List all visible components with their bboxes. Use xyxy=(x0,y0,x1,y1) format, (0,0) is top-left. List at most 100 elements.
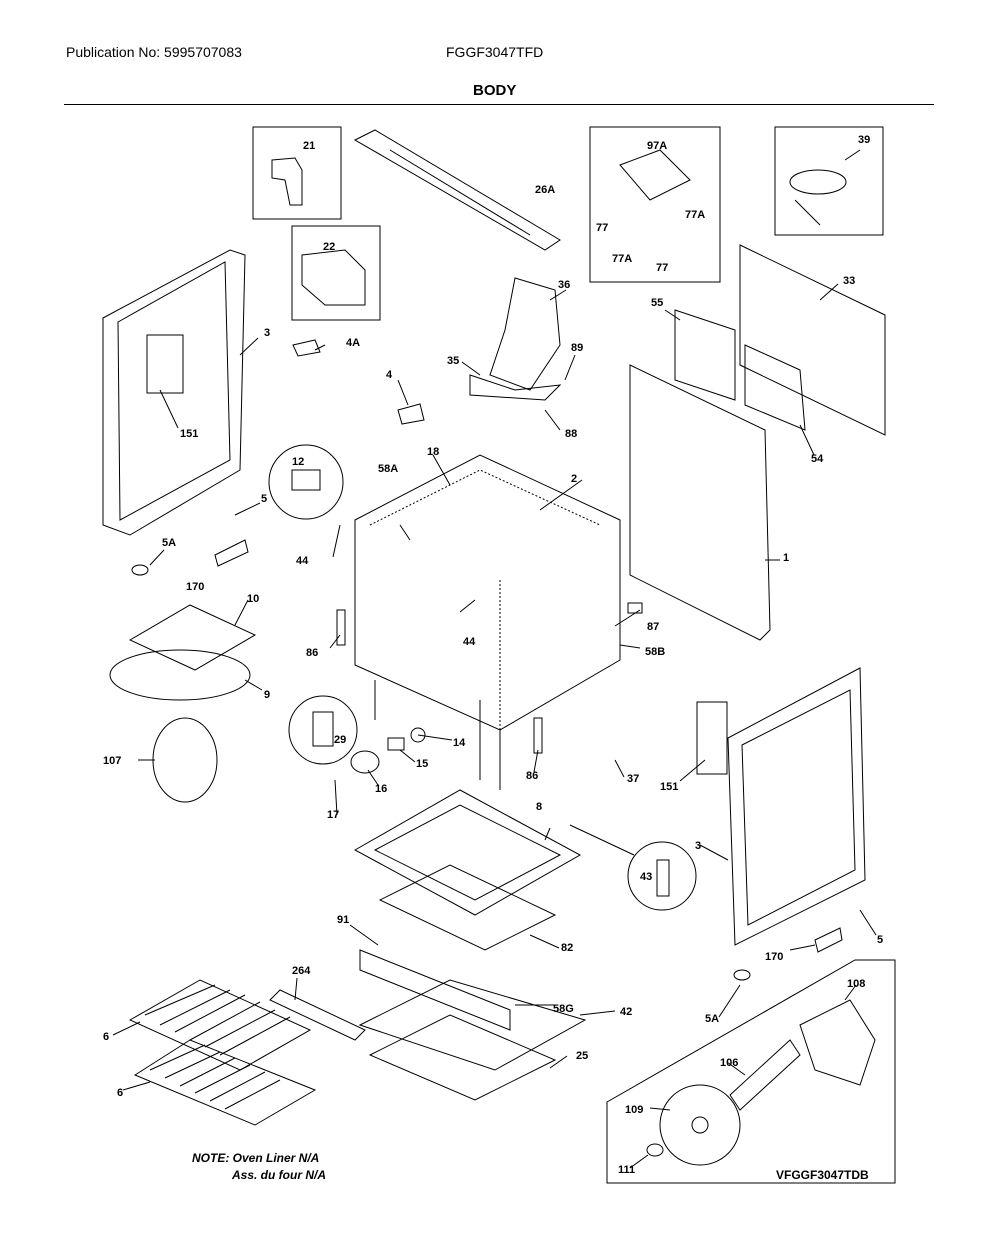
page-title: BODY xyxy=(473,82,517,99)
callout-151-left: 151 xyxy=(180,428,198,440)
callout-77-b: 77 xyxy=(656,262,668,274)
part-54-bracket xyxy=(744,344,806,431)
callout-36: 36 xyxy=(558,279,570,291)
callout-107: 107 xyxy=(103,755,121,767)
part-6-rack-lower xyxy=(133,1039,317,1126)
callout-54: 54 xyxy=(811,453,824,465)
callout-58G: 58G xyxy=(553,1003,574,1015)
callout-86-a: 86 xyxy=(306,647,318,659)
callout-25: 25 xyxy=(576,1050,588,1062)
part-43-bolt xyxy=(656,859,670,897)
part-1-back-panel xyxy=(629,364,771,641)
callout-108: 108 xyxy=(847,978,865,990)
part-25-panel xyxy=(368,1014,557,1101)
callout-16: 16 xyxy=(375,783,387,795)
model-number: FGGF3047TFD xyxy=(446,44,544,60)
inset-box-22 xyxy=(291,225,381,321)
callout-151-right: 151 xyxy=(660,781,678,793)
callout-18: 18 xyxy=(427,446,439,458)
part-16-lens xyxy=(350,750,380,774)
callout-10: 10 xyxy=(247,593,259,605)
part-82-plate xyxy=(378,864,557,951)
part-55-bracket xyxy=(674,309,736,401)
part-4-clip xyxy=(397,403,425,425)
callout-4A: 4A xyxy=(346,337,360,349)
callout-111: 111 xyxy=(618,1164,635,1176)
callout-44-b: 44 xyxy=(463,636,476,648)
part-15-socket xyxy=(387,737,405,751)
callout-37: 37 xyxy=(627,773,639,785)
callout-5A-left: 5A xyxy=(162,537,176,549)
part-42-base xyxy=(358,979,587,1071)
callout-8: 8 xyxy=(536,801,542,813)
part-58A-cavity xyxy=(354,454,621,731)
callout-44-a: 44 xyxy=(296,555,309,567)
part-9-bowl xyxy=(109,649,251,701)
part-5A-right-roller xyxy=(733,969,751,981)
callout-22: 22 xyxy=(323,241,335,253)
header-divider xyxy=(64,104,934,105)
callout-17: 17 xyxy=(327,809,339,821)
part-33-rear-cover xyxy=(739,244,886,436)
part-170-right-hinge xyxy=(814,927,843,953)
inset-box-97A xyxy=(589,126,721,283)
callout-170-left: 170 xyxy=(186,581,204,593)
inset-box-fan xyxy=(606,959,896,1184)
part-86-left xyxy=(336,609,346,646)
zoom-circle-12 xyxy=(268,444,344,520)
part-86-right xyxy=(533,717,543,754)
part-39-harness xyxy=(789,169,847,195)
callout-77A-b: 77A xyxy=(612,253,632,265)
callout-29: 29 xyxy=(334,734,346,746)
callout-5A-right: 5A xyxy=(705,1013,719,1025)
zoom-circle-29 xyxy=(288,695,358,765)
callout-42: 42 xyxy=(620,1006,632,1018)
note-line-2: Ass. du four N/A xyxy=(232,1168,327,1182)
callout-15: 15 xyxy=(416,758,428,770)
part-8-oven-bottom xyxy=(353,789,582,916)
part-3-right-panel xyxy=(727,667,866,946)
part-108-motor xyxy=(799,999,876,1086)
callout-5-right: 5 xyxy=(877,934,883,946)
part-5A-left-roller xyxy=(131,564,149,576)
part-58G-rail xyxy=(359,949,511,1031)
part-22-bracket xyxy=(301,249,366,306)
part-35-plate xyxy=(469,374,562,401)
callout-35: 35 xyxy=(447,355,459,367)
part-111-nut xyxy=(646,1143,664,1157)
note-line-1: NOTE: Oven Liner N/A xyxy=(192,1151,320,1165)
callout-106: 106 xyxy=(720,1057,738,1069)
part-170-left-hinge xyxy=(214,539,249,567)
part-151-right xyxy=(696,701,728,775)
part-21-bracket xyxy=(271,157,303,206)
part-106-bracket xyxy=(729,1039,801,1111)
callout-33: 33 xyxy=(843,275,855,287)
callout-6-b: 6 xyxy=(117,1087,123,1099)
part-14-bulb xyxy=(410,727,426,743)
callout-77A-a: 77A xyxy=(685,209,705,221)
callout-58A: 58A xyxy=(378,463,398,475)
callout-58B: 58B xyxy=(645,646,665,658)
callout-2: 2 xyxy=(571,473,577,485)
part-107-cover xyxy=(152,717,218,803)
callout-109: 109 xyxy=(625,1104,643,1116)
publication-number: Publication No: 5995707083 xyxy=(66,44,242,60)
callout-88: 88 xyxy=(565,428,577,440)
callout-39: 39 xyxy=(858,134,870,146)
part-151-left xyxy=(146,334,184,394)
callout-3-right: 3 xyxy=(695,840,701,852)
callout-1: 1 xyxy=(783,552,789,564)
callout-14: 14 xyxy=(453,737,466,749)
callout-77-a: 77 xyxy=(596,222,608,234)
callout-89: 89 xyxy=(571,342,583,354)
callout-12: 12 xyxy=(292,456,304,468)
callout-21: 21 xyxy=(303,140,315,152)
inset-box-21 xyxy=(252,126,342,220)
callout-55: 55 xyxy=(651,297,663,309)
part-26A-rail xyxy=(353,129,561,251)
callout-87: 87 xyxy=(647,621,659,633)
part-6-rack-upper xyxy=(128,979,312,1071)
callout-43: 43 xyxy=(640,871,652,883)
zoom-circle-43 xyxy=(627,841,697,911)
